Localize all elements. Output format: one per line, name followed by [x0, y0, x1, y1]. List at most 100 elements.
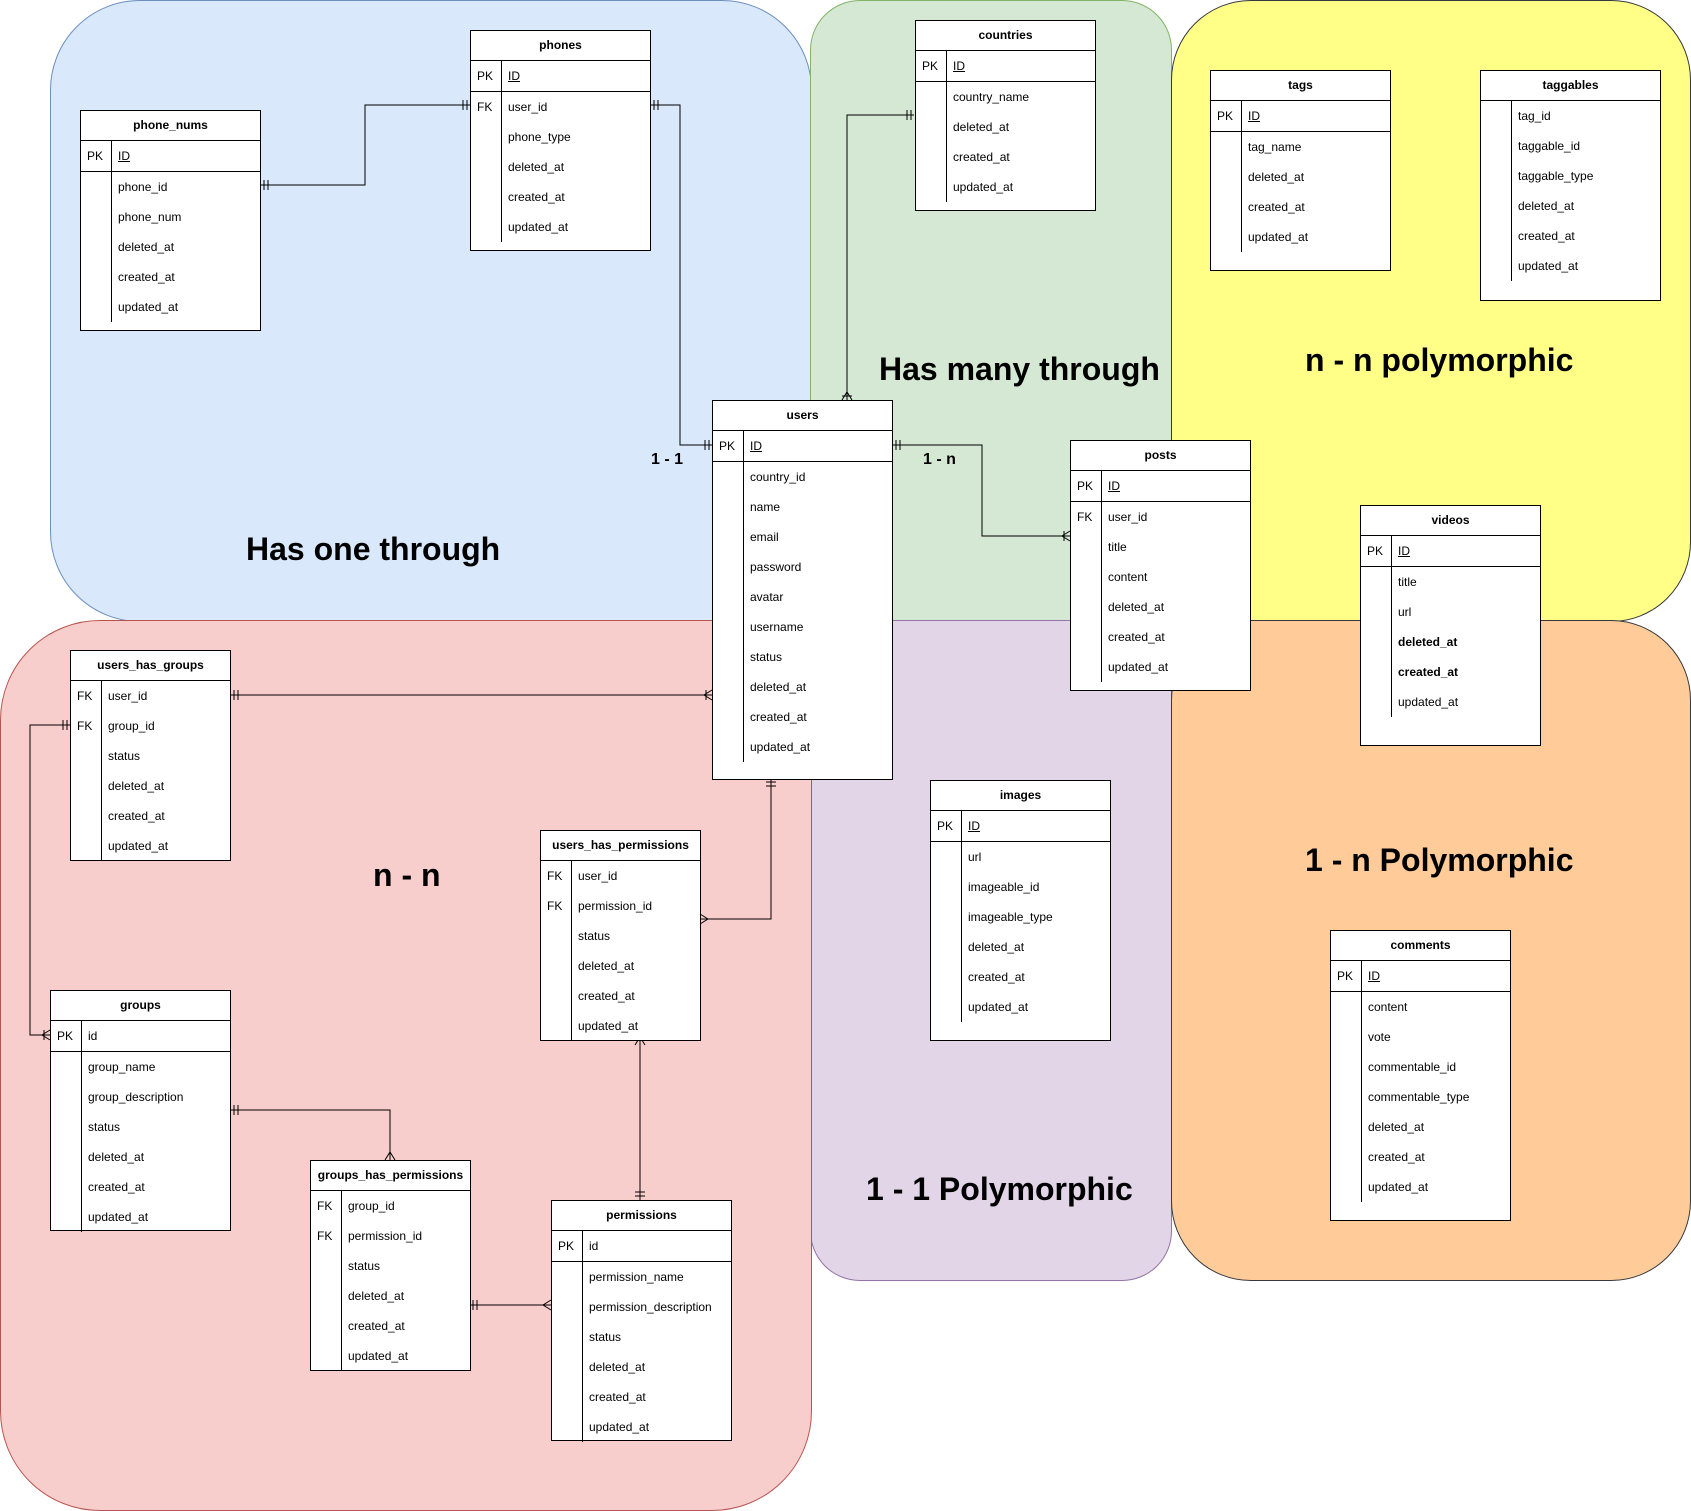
- column-name: ID: [1108, 479, 1120, 493]
- column-name: updated_at: [953, 180, 1014, 194]
- column-name: imageable_id: [968, 880, 1040, 894]
- key-column-divider: [81, 1021, 82, 1232]
- key-column-divider: [1101, 471, 1102, 682]
- table-row: taggable_id: [1481, 131, 1660, 161]
- table-row: password: [713, 552, 892, 582]
- region-label-one-n-polymorphic: 1 - n Polymorphic: [1305, 842, 1574, 878]
- column-name: created_at: [589, 1390, 646, 1404]
- column-name: deleted_at: [348, 1289, 405, 1303]
- column-name: taggable_id: [1518, 139, 1581, 153]
- region-label-has-many-through: Has many through: [879, 351, 1160, 387]
- region-label-n-n: n - n: [373, 857, 441, 893]
- link-users-users-has-permissions: [700, 779, 772, 920]
- column-name: user_id: [508, 100, 548, 114]
- region-label-one-one-polymorphic: 1 - 1 Polymorphic: [866, 1171, 1133, 1207]
- table-row: updated_at: [713, 732, 892, 762]
- table-row: url: [931, 842, 1110, 872]
- key-cell: FK: [477, 100, 493, 114]
- column-name: deleted_at: [953, 120, 1010, 134]
- column-name: user_id: [1108, 510, 1148, 524]
- column-name: id: [589, 1239, 599, 1253]
- table-row: imageable_type: [931, 902, 1110, 932]
- table-row: deleted_at: [1211, 162, 1390, 192]
- table-row: updated_at: [552, 1412, 731, 1442]
- table-row: updated_at: [71, 831, 230, 861]
- column-name: status: [589, 1330, 622, 1344]
- column-name: created_at: [1108, 630, 1165, 644]
- table-row: phone_type: [471, 122, 650, 152]
- table-row: updated_at: [81, 292, 260, 322]
- column-name: deleted_at: [508, 160, 565, 174]
- key-cell: PK: [558, 1239, 575, 1253]
- table-title: comments: [1331, 931, 1510, 961]
- column-name: name: [750, 500, 781, 514]
- table-row: updated_at: [1331, 1172, 1510, 1202]
- table-row: title: [1361, 567, 1540, 597]
- column-name: imageable_type: [968, 910, 1053, 924]
- link-users-posts: [893, 444, 1070, 537]
- column-name: updated_at: [1248, 230, 1309, 244]
- table-row: deleted_at: [1331, 1112, 1510, 1142]
- column-name: password: [750, 560, 802, 574]
- table-row: title: [1071, 532, 1250, 562]
- table-row: avatar: [713, 582, 892, 612]
- column-name: ID: [118, 149, 130, 163]
- link-groups-groups-has-permissions: [231, 1109, 391, 1160]
- column-name: id: [88, 1029, 98, 1043]
- key-cell: PK: [1217, 109, 1234, 123]
- table-row: deleted_at: [51, 1142, 230, 1172]
- column-name: deleted_at: [1368, 1120, 1425, 1134]
- table-row: updated_at: [1071, 652, 1250, 682]
- table-row: deleted_at: [552, 1352, 731, 1382]
- column-name: taggable_type: [1518, 169, 1594, 183]
- column-name: deleted_at: [578, 959, 635, 973]
- column-name: created_at: [508, 190, 565, 204]
- table-row: deleted_at: [81, 232, 260, 262]
- column-name: content: [1108, 570, 1148, 584]
- key-cell: PK: [1077, 479, 1094, 493]
- table-title: videos: [1361, 506, 1540, 536]
- table-row: created_at: [471, 182, 650, 212]
- table-row: status: [71, 741, 230, 771]
- column-name: title: [1108, 540, 1127, 554]
- column-name: created_at: [118, 270, 175, 284]
- column-name: ID: [1398, 544, 1410, 558]
- table-row: created_at: [1071, 622, 1250, 652]
- key-column-divider: [571, 861, 572, 1041]
- column-name: vote: [1368, 1030, 1391, 1044]
- table-row: PK ID: [1071, 471, 1250, 502]
- column-name: updated_at: [348, 1349, 409, 1363]
- table-row: username: [713, 612, 892, 642]
- column-name: updated_at: [1108, 660, 1169, 674]
- table-row: updated_at: [1481, 251, 1660, 281]
- column-name: status: [348, 1259, 381, 1273]
- table-title: users_has_groups: [71, 651, 230, 681]
- table-row: url: [1361, 597, 1540, 627]
- table-row: status: [311, 1251, 470, 1281]
- column-name: deleted_at: [750, 680, 807, 694]
- column-name: url: [968, 850, 982, 864]
- table-row: deleted_at: [311, 1281, 470, 1311]
- table-row: tag_id: [1481, 101, 1660, 131]
